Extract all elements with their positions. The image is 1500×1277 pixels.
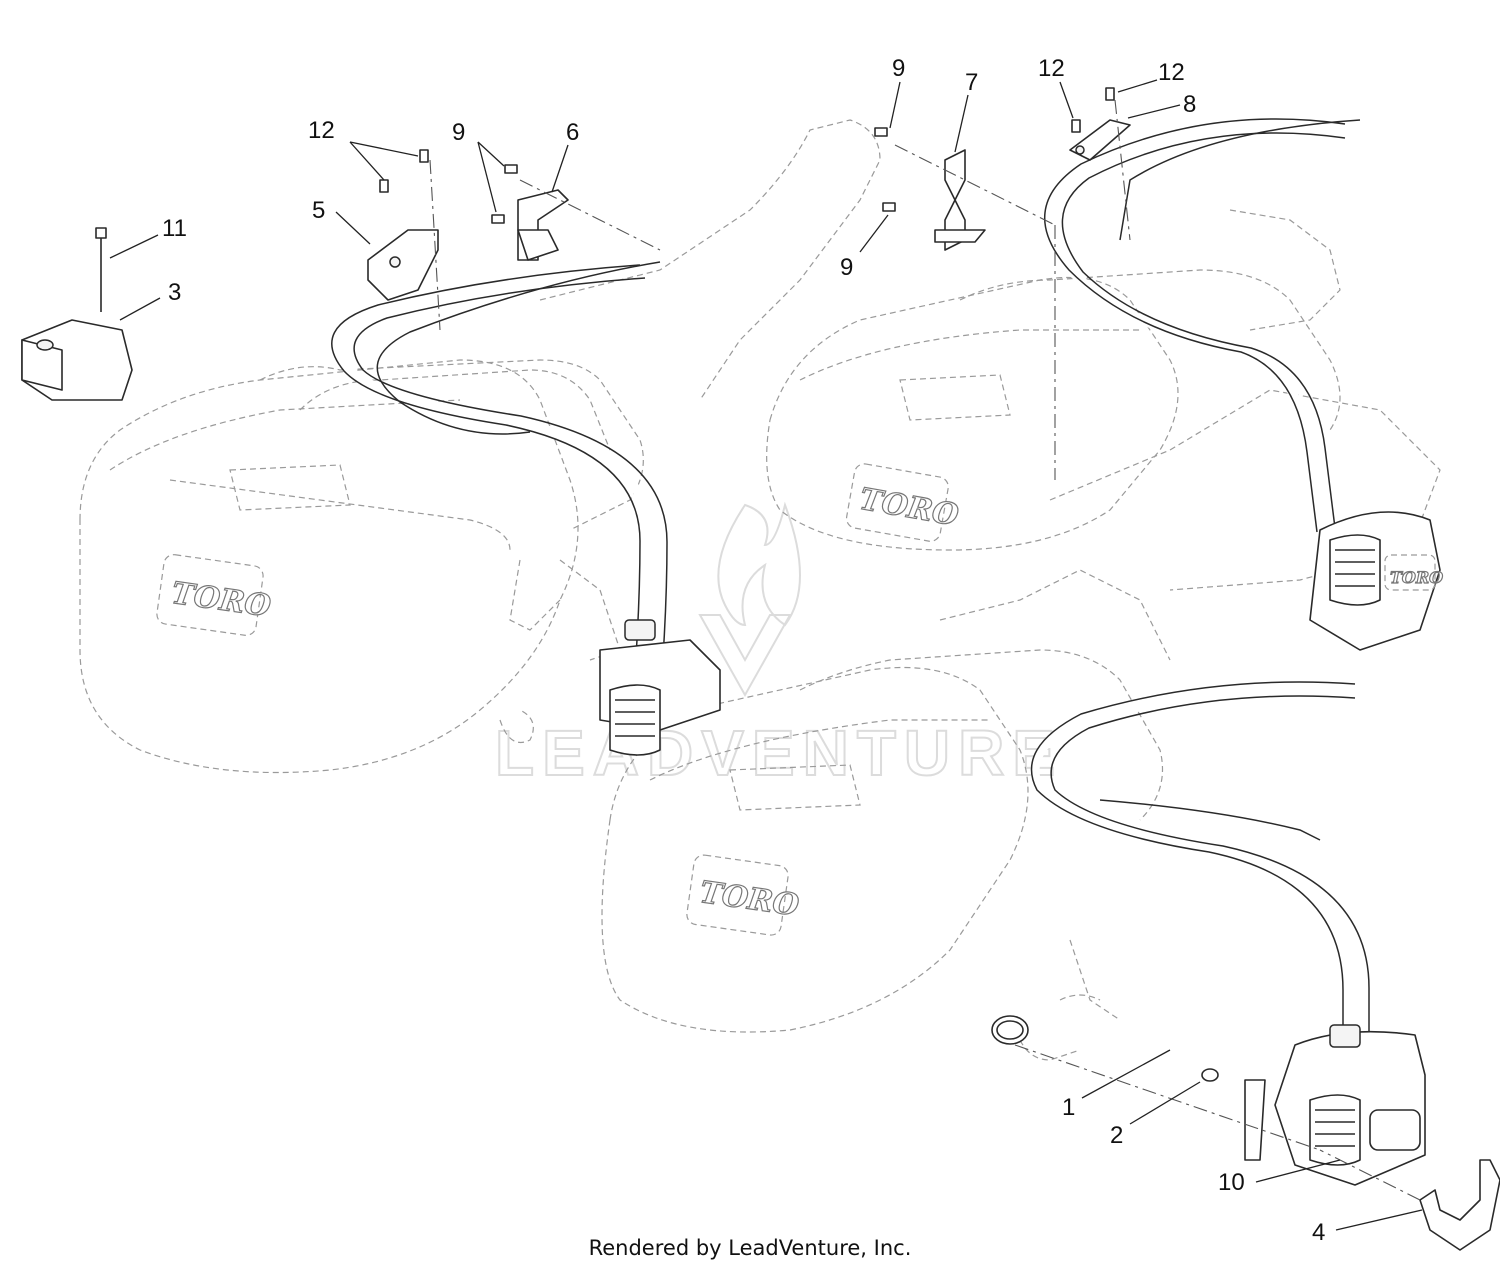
brand-logo-3: TORO <box>698 875 801 924</box>
callout-3: 3 <box>168 279 181 306</box>
screws <box>379 87 1115 224</box>
callout-12-a: 12 <box>308 117 335 144</box>
plate-part-8 <box>1069 119 1131 161</box>
callout-5: 5 <box>312 197 325 224</box>
callout-10: 10 <box>1218 1169 1245 1196</box>
bracket-part-6 <box>517 189 569 261</box>
o-ring-part-1 <box>991 1015 1029 1045</box>
center-lines <box>429 99 1421 1201</box>
callout-4: 4 <box>1312 1219 1325 1246</box>
bracket-part-7 <box>934 149 986 251</box>
brand-logo-4: TORO <box>1390 568 1443 587</box>
callout-9-c: 9 <box>840 254 853 281</box>
guard-part-4 <box>1419 1159 1500 1251</box>
hydraulic-hoses <box>331 118 1370 1130</box>
leader-lines <box>109 79 1423 1231</box>
seal-part-2 <box>1201 1068 1219 1082</box>
brand-logo-2: TORO <box>857 482 961 534</box>
callout-6: 6 <box>566 119 579 146</box>
leadventure-watermark: LEADVENTURE <box>494 501 1063 790</box>
callout-12-c: 12 <box>1158 59 1185 86</box>
ghost-cutting-unit-left: TORO <box>79 119 881 774</box>
callout-2: 2 <box>1110 1122 1123 1149</box>
brand-logo-1: TORO <box>169 576 272 625</box>
callout-8: 8 <box>1183 91 1196 118</box>
cover-part-3 <box>21 319 133 401</box>
hydraulic-motor-left <box>599 619 721 756</box>
callout-9-b: 9 <box>892 55 905 82</box>
callouts: 1 2 3 4 5 6 7 8 9 9 9 9 10 11 12 12 12 <box>162 55 1325 1246</box>
shaft-key <box>1244 1079 1266 1161</box>
hydraulic-motor-10 <box>1274 1024 1426 1186</box>
footer-credit: Rendered by LeadVenture, Inc. <box>588 1236 912 1260</box>
clamp-part-5 <box>367 229 439 301</box>
callout-7: 7 <box>965 69 978 96</box>
callout-1: 1 <box>1062 1094 1075 1121</box>
bolt-part-11 <box>95 227 107 312</box>
callout-12-b: 12 <box>1038 55 1065 82</box>
hydraulic-motor-upper-right: TORO <box>1309 511 1444 651</box>
callout-11: 11 <box>162 215 187 242</box>
callout-9-a: 9 <box>452 119 465 146</box>
watermark-text: LEADVENTURE <box>495 717 1063 789</box>
